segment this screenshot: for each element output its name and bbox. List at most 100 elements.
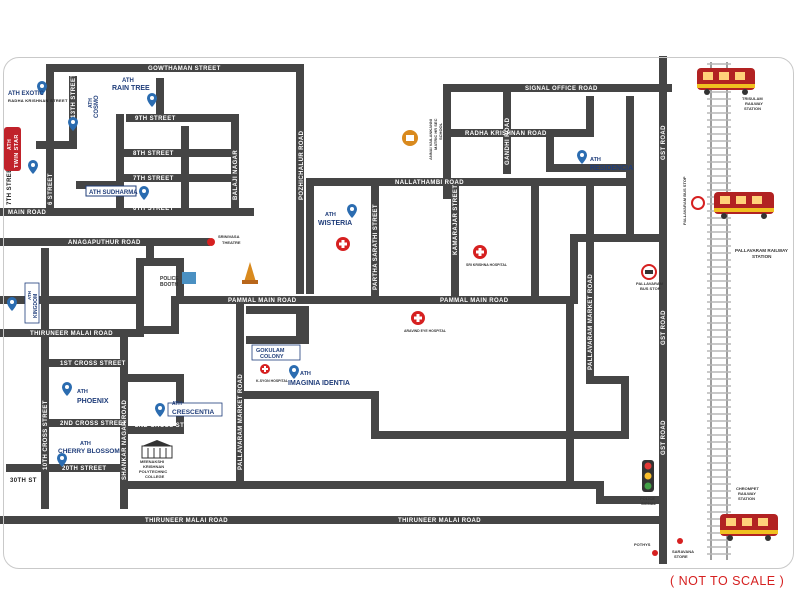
bus-stop-vertical-label: PALLAVARAM BUS STOP [682, 176, 687, 225]
location-pin-icon[interactable] [147, 93, 157, 107]
location-pin-icon[interactable] [139, 186, 149, 200]
signal-office-road-label: SIGNAL OFFICE ROAD [525, 86, 598, 92]
second-cross-label-2: 2ND CROSS STREET [135, 423, 202, 429]
trisulam-station-label-2: RAILWAY [745, 101, 763, 106]
pallavaram-station-label: PALLAVARAM RAILWAY [735, 248, 788, 253]
ath-twin-star-label-2[interactable]: TWIN STAR [14, 134, 20, 168]
location-pin-icon[interactable] [7, 297, 17, 311]
pallavaram-station-label-2: STATION [752, 254, 772, 259]
location-pin-icon[interactable] [28, 160, 38, 174]
gokulam-tag [251, 344, 301, 361]
school-label-1: ANNAI VAILANKANNI [428, 119, 433, 160]
location-pin-icon[interactable] [68, 117, 78, 131]
ath-imaginia-label-2[interactable]: IMAGINIA IDENTIA [288, 380, 350, 387]
pallavaram-bus-stop-label-2: BUS STOP [640, 286, 661, 291]
railway-track [707, 62, 731, 560]
tenth-cross-label: 10TH CROSS STREET [43, 400, 49, 470]
ath-cosmo-label-1[interactable]: ATH [88, 98, 94, 108]
anagaputhur-road-label: ANAGAPUTHUR ROAD [68, 240, 141, 246]
ath-phoenix-label-2[interactable]: PHOENIX [77, 398, 109, 405]
gst-road-label-2: GST ROAD [661, 310, 667, 345]
meenakshi-label-2: KRISHNAN [143, 464, 164, 469]
sixth-street-v-label: 6 STREET [48, 173, 54, 205]
school-label-3: SCHOOL [438, 122, 443, 140]
trisulam-station-label-3: STATION [744, 106, 761, 111]
location-pin-icon[interactable] [155, 403, 165, 417]
hospital-icon [411, 311, 425, 325]
pallavaram-market-label-1: PALLAVARAM MARKET ROAD [588, 274, 594, 370]
ath-kingdom-label-2[interactable]: KINGDOM [33, 294, 39, 318]
bus-stop-icon [641, 264, 657, 280]
police-booth-label-2: BOOTH [160, 282, 178, 288]
gandhi-road-label: GANDHI ROAD [505, 117, 511, 165]
college-icon [141, 440, 173, 459]
pozhichalur-road-label: POZHICHALUR ROAD [299, 130, 305, 200]
location-pin-icon[interactable] [62, 382, 72, 396]
ath-residencia-label-2[interactable]: RESIDENCIA [590, 165, 633, 172]
location-pin-icon[interactable] [347, 204, 357, 218]
gst-road-label-3: GST ROAD [661, 420, 667, 455]
twin-star-tag[interactable] [4, 127, 21, 171]
pothys-label: POTHYS [634, 542, 651, 547]
kingdom-tag[interactable] [24, 282, 40, 324]
road-network [0, 56, 672, 564]
project-markers: ATH EXOTIC ATH RAIN TREE ATH COSMO ATH T… [4, 78, 633, 467]
ath-kingdom-label-1[interactable]: ATH [27, 291, 32, 300]
location-pin-icon[interactable] [577, 150, 587, 164]
thiruneer-top-label: THIRUNEER MALAI ROAD [30, 331, 113, 337]
eighth-street-label: 8TH STREET [133, 151, 174, 157]
police-booth-icon [182, 272, 196, 284]
ath-imaginia-label-1[interactable]: ATH [300, 371, 311, 377]
ath-rain-tree-label-1[interactable]: ATH [122, 78, 134, 84]
train-icon-bottom [720, 514, 778, 541]
thirtieth-street-label: 30TH ST [10, 478, 37, 484]
saravana-icon [677, 538, 683, 544]
location-pin-icon[interactable] [37, 81, 47, 95]
ath-cherryblossom-label-1[interactable]: ATH [80, 441, 91, 447]
pallavaram-market-label-2: PALLAVARAM MARKET ROAD [238, 374, 244, 470]
twentieth-street-label: 20TH STREET [62, 466, 106, 472]
location-pin-icon[interactable] [57, 453, 67, 467]
train-icon-middle [714, 192, 774, 219]
thirteenth-street-label: 13TH STREET [71, 74, 77, 118]
ath-twin-star-label-1[interactable]: ATH [7, 139, 13, 150]
ath-phoenix-label-1[interactable]: ATH [77, 389, 88, 395]
road-labels: GOWTHAMAN STREET SIGNAL OFFICE ROAD RADH… [7, 66, 667, 524]
landmarks: POLICE BOOTH SRINIVASA THEATRE GOKULAM C… [139, 118, 705, 559]
crescentia-tag[interactable] [167, 402, 223, 417]
traffic-signal-icon [642, 460, 654, 492]
sudharma-tag[interactable] [85, 185, 137, 197]
bus-stop-icon [691, 196, 705, 210]
ath-exotic-label[interactable]: ATH EXOTIC [8, 91, 45, 97]
hospital-icon [260, 364, 270, 374]
saravana-label-2: STORE [674, 554, 688, 559]
ath-residencia-label-1[interactable]: ATH [590, 157, 601, 163]
pammal-main-road-label-1: PAMMAL MAIN ROAD [228, 298, 297, 304]
ath-crescentia-label-1[interactable]: ATH [172, 401, 182, 407]
police-signal-label-1: POLICE [640, 496, 655, 501]
ath-wisteria-label-2[interactable]: WISTERIA [318, 220, 352, 227]
hospital-label: SRI KRISHNA HOSPITAL [466, 263, 508, 267]
partha-sarathi-label: PARTHA SARATHI STREET [373, 204, 379, 290]
pammal-main-road-label-2: PAMMAL MAIN ROAD [440, 298, 509, 304]
school-label-2: MATRIC HR SEC [433, 118, 438, 150]
ath-crescentia-label-2[interactable]: CRESCENTIA [172, 409, 215, 416]
balaji-nagar-label: BALAJI NAGAR [233, 150, 239, 200]
location-pin-icon[interactable] [289, 365, 299, 379]
ath-cherryblossom-label-2[interactable]: CHERRY BLOSSOM [58, 448, 120, 455]
theatre-label-2: THEATRE [222, 240, 241, 245]
ath-cosmo-label-2[interactable]: COSMO [94, 95, 100, 118]
pallavaram-bus-stop-label-1: PALLAVARAM [636, 281, 664, 286]
ath-wisteria-label-1[interactable]: ATH [325, 212, 336, 218]
saravana-label-1: SARAVANA [672, 549, 694, 554]
ninth-street-label: 9TH STREET [135, 116, 176, 122]
radha-krishnan-street-label: RADHA KRISHNAN STREET [8, 98, 68, 103]
second-cross-label: 2ND CROSS STREET [60, 421, 127, 427]
ath-rain-tree-label-2[interactable]: RAIN TREE [112, 85, 150, 92]
chrompet-station-label-2: RAILWAY [738, 491, 756, 496]
thiruneer-bottom-label-1: THIRUNEER MALAI ROAD [145, 518, 228, 524]
gowthaman-street-label: GOWTHAMAN STREET [148, 66, 221, 72]
pothys-icon [652, 550, 658, 556]
meenakshi-label-4: COLLEGE [145, 474, 165, 479]
ath-sudharma-label[interactable]: ATH SUDHARMA [89, 190, 138, 196]
